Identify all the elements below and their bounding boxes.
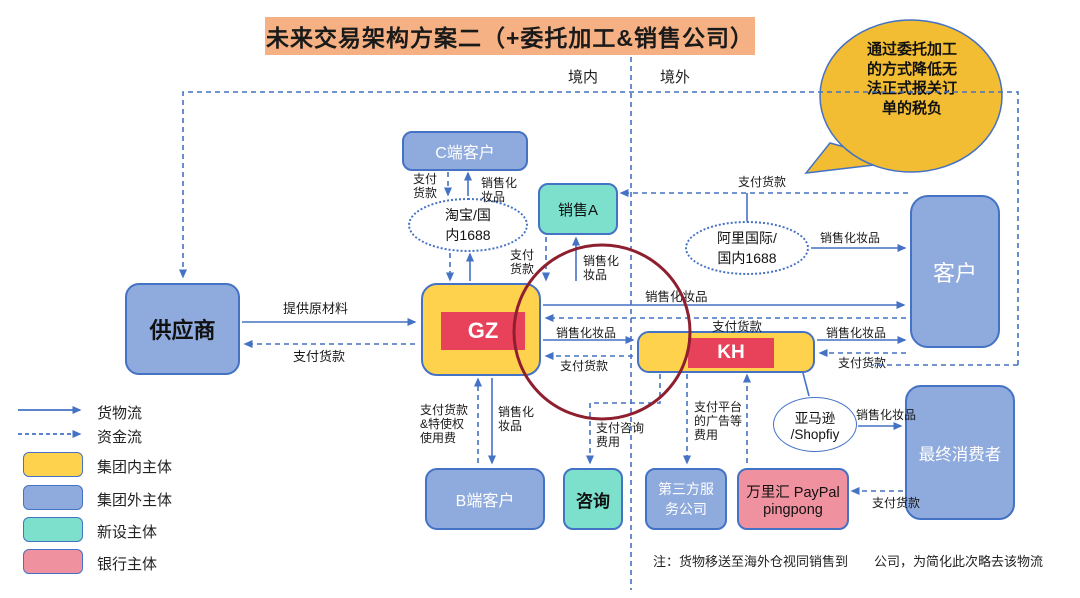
legend-label-goods-flow: 货物流 (97, 405, 143, 422)
footnote: 注：货物移送至海外仓视同销售到 公司，为简化此次略去该物流 (653, 554, 1044, 569)
node-sales-a: 销售A (538, 183, 618, 235)
legend-dashed-arrow-icon (18, 430, 82, 438)
edge-label-kh-pay-gz: 支付货款 (560, 359, 609, 373)
node-amazon-shopfiy: 亚马逊 /Shopfiy (773, 397, 857, 452)
flow-consult-fee (586, 374, 661, 465)
connector-kh-amazon (802, 372, 810, 397)
edge-label-salesa-sell: 销售化 妆品 (583, 254, 620, 283)
edge-label-provide-raw: 提供原材料 (283, 301, 349, 316)
node-supplier: 供应商 (125, 283, 240, 375)
edge-label-customer-pay-gz: 支付货款 (712, 320, 763, 334)
node-consulting: 咨询 (563, 468, 623, 530)
edge-label-b-sell: 销售化 妆品 (498, 405, 535, 434)
edge-label-customer-pay-salesa: 支付货款 (738, 175, 787, 189)
region-label-overseas: 境外 (660, 69, 691, 86)
legend-swatch-external (23, 485, 83, 510)
node-kh-core: KH (688, 338, 774, 368)
page-title: 未来交易架构方案二（+委托加工&销售公司） (265, 17, 755, 55)
legend-label-external: 集团外主体 (97, 492, 173, 509)
edge-label-consult-fee: 支付咨询 费用 (596, 421, 645, 450)
legend-label-internal: 集团内主体 (97, 459, 173, 476)
legend-swatch-new (23, 517, 83, 542)
legend-label-new: 新设主体 (97, 524, 158, 541)
edge-label-pay-supplier: 支付货款 (293, 349, 346, 364)
node-gz-core: GZ (441, 312, 525, 350)
node-ali-1688: 阿里国际/ 国内1688 (685, 221, 809, 275)
edge-label-c-sell: 销售化 妆品 (481, 176, 518, 205)
legend-solid-arrow-icon (18, 406, 82, 414)
edge-label-gz-sell-customer: 销售化妆品 (645, 290, 708, 304)
edge-label-kh-sell-customer: 销售化妆品 (826, 326, 887, 340)
legend-label-bank: 银行主体 (97, 556, 158, 573)
legend-swatch-internal (23, 452, 83, 477)
edge-label-platform-ad-fee: 支付平台 的广告等 费用 (694, 400, 743, 443)
speech-bubble-text: 通过委托加工 的方式降低无 法正式报关订 单的税负 (866, 41, 957, 117)
node-final-consumer: 最终消费者 (905, 385, 1015, 520)
edge-label-ali-sell: 销售化妆品 (820, 231, 881, 245)
node-taobao-1688: 淘宝/国 内1688 (408, 198, 528, 252)
edge-label-salesa-pay: 支付 货款 (510, 248, 535, 277)
edge-label-customer-pay-kh: 支付货款 (838, 356, 887, 370)
edge-label-c-pay: 支付 货款 (413, 172, 438, 201)
node-c-customer: C端客户 (402, 131, 528, 171)
edge-label-gz-sell-kh: 销售化妆品 (556, 326, 617, 340)
node-gz: GZ (421, 283, 541, 376)
edge-label-consumer-pay: 支付货款 (872, 496, 921, 510)
legend-label-capital-flow: 资金流 (97, 429, 143, 446)
node-wanlihui-paypal: 万里汇 PayPal pingpong (737, 468, 849, 530)
edge-label-amazon-sell: 销售化妆品 (856, 408, 917, 422)
edge-label-b-pay: 支付货款 &特使权 使用费 (420, 403, 469, 446)
node-kh: KH (637, 331, 815, 373)
node-customer: 客户 (910, 195, 1000, 348)
node-b-customer: B端客户 (425, 468, 545, 530)
node-third-party: 第三方服 务公司 (645, 468, 727, 530)
region-label-domestic: 境内 (568, 69, 599, 86)
legend-swatch-bank (23, 549, 83, 574)
